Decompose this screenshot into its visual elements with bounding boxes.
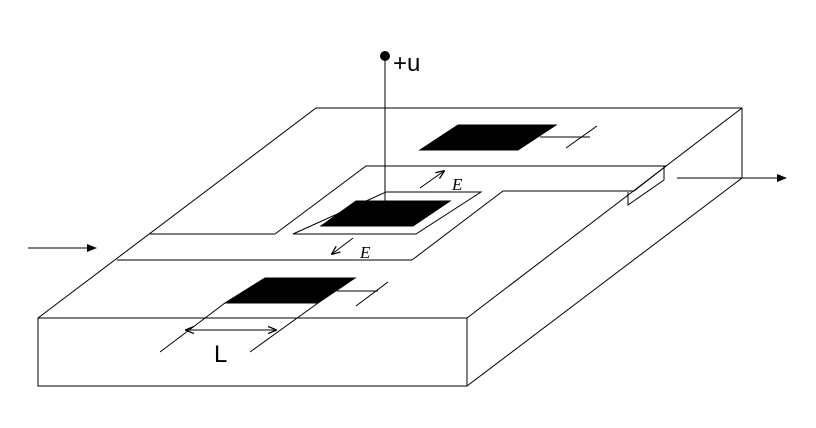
length-label: L	[214, 341, 227, 368]
field-arrow-lower	[332, 237, 354, 254]
length-extension-right	[249, 302, 319, 353]
length-dimension: L	[159, 302, 319, 368]
electrode-front	[223, 277, 357, 304]
field-label-upper: E	[451, 175, 463, 194]
substrate-right-top-edge	[466, 107, 743, 319]
field-indicators: E E	[332, 171, 463, 262]
output-taper	[627, 166, 665, 206]
electrode-back	[418, 124, 558, 151]
substrate-outline	[37, 107, 743, 387]
electrode-back-tick	[565, 125, 598, 149]
electrode-center	[319, 200, 452, 227]
field-label-lower: E	[359, 243, 371, 262]
field-arrow-upper	[419, 171, 444, 189]
outer-arm	[274, 165, 668, 261]
voltage-terminal-dot	[380, 51, 390, 61]
electrode-front-tick	[355, 281, 389, 307]
voltage-contact: +u	[380, 50, 420, 212]
substrate	[37, 107, 743, 387]
electrodes	[223, 124, 598, 307]
voltage-label: +u	[393, 50, 420, 77]
